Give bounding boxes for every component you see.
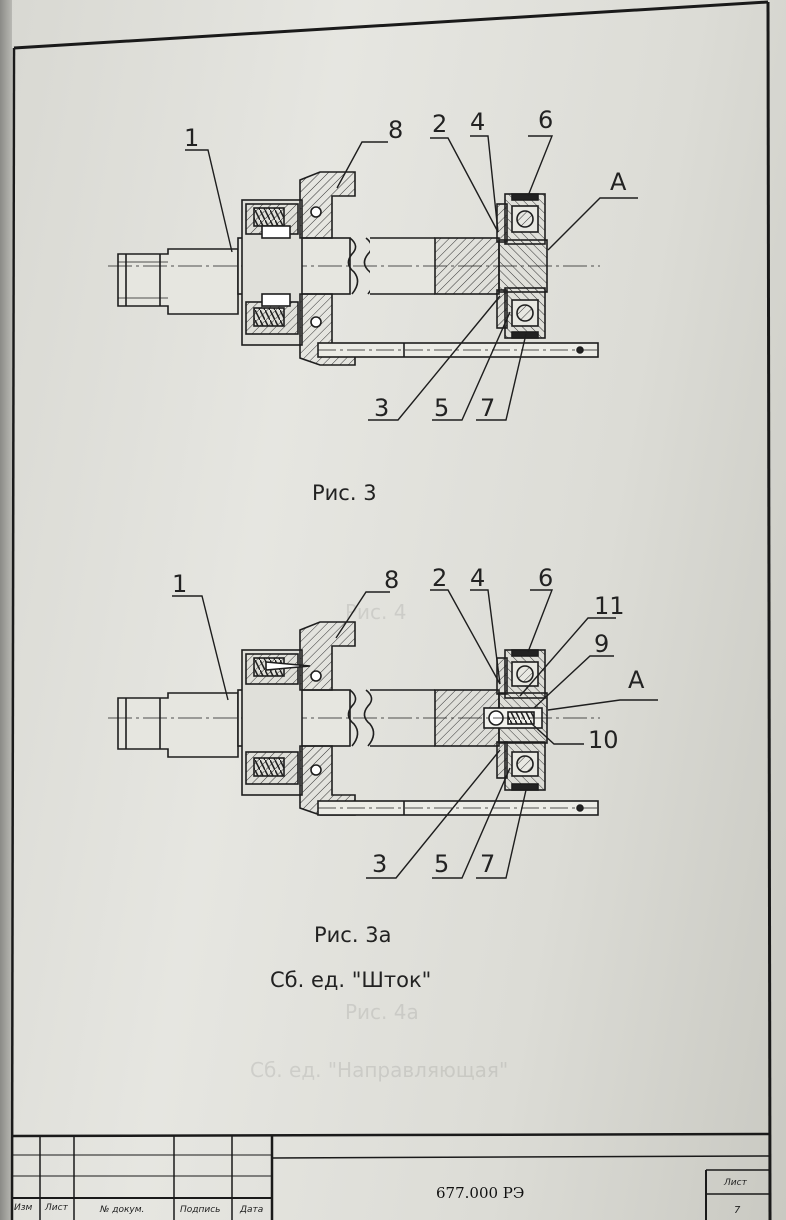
callout-2: 2: [432, 110, 448, 138]
title-block-col-podpis: Подпись: [180, 1205, 221, 1215]
callout-6: 6: [538, 564, 554, 592]
callout-11: 11: [594, 592, 625, 620]
callout-7: 7: [480, 850, 496, 878]
callout-7: 7: [480, 394, 496, 422]
figure-caption: Рис. 3: [312, 481, 377, 505]
figure-rod-assembly-variant-leaders: [172, 589, 658, 879]
callout-4: 4: [470, 108, 486, 136]
callout-9: 9: [594, 630, 610, 658]
figure-rod-assembly-variant: [108, 621, 600, 816]
callout-5: 5: [434, 394, 450, 422]
binding-spine: [0, 0, 12, 1220]
bleed-through-text: Рис. 4: [345, 600, 407, 624]
title-block-col-list: Лист: [45, 1203, 68, 1213]
callout-A: A: [610, 168, 627, 196]
figure-caption: Рис. 3а: [314, 923, 392, 947]
figure-rod-assembly-leaders: [185, 135, 638, 421]
callout-5: 5: [434, 850, 450, 878]
sheet-number: 7: [734, 1205, 741, 1216]
callout-10: 10: [588, 726, 619, 754]
callout-3: 3: [372, 850, 388, 878]
callout-6: 6: [538, 106, 554, 134]
callout-8: 8: [384, 566, 400, 594]
callout-A: A: [628, 666, 645, 694]
title-block-col-izm: Изм: [14, 1203, 33, 1213]
callout-1: 1: [172, 570, 188, 598]
sheet-label: Лист: [724, 1178, 747, 1188]
callout-2: 2: [432, 564, 448, 592]
sheet-frame: [10, 0, 772, 1220]
title-block-col-data: Дата: [240, 1205, 264, 1215]
document-number: 677.000 РЭ: [436, 1184, 525, 1202]
callout-4: 4: [470, 564, 486, 592]
callout-8: 8: [388, 116, 404, 144]
callout-3: 3: [374, 394, 390, 422]
title-block-col-dokum: № докум.: [100, 1205, 145, 1215]
title-block-frame: [11, 1132, 771, 1220]
figure-rod-assembly: [108, 171, 600, 366]
bleed-through-text: Рис. 4а: [345, 1000, 419, 1024]
callout-1: 1: [184, 124, 200, 152]
figure-subcaption: Сб. ед. "Шток": [270, 968, 432, 992]
bleed-through-text: Сб. ед. "Направляющая": [250, 1058, 509, 1082]
